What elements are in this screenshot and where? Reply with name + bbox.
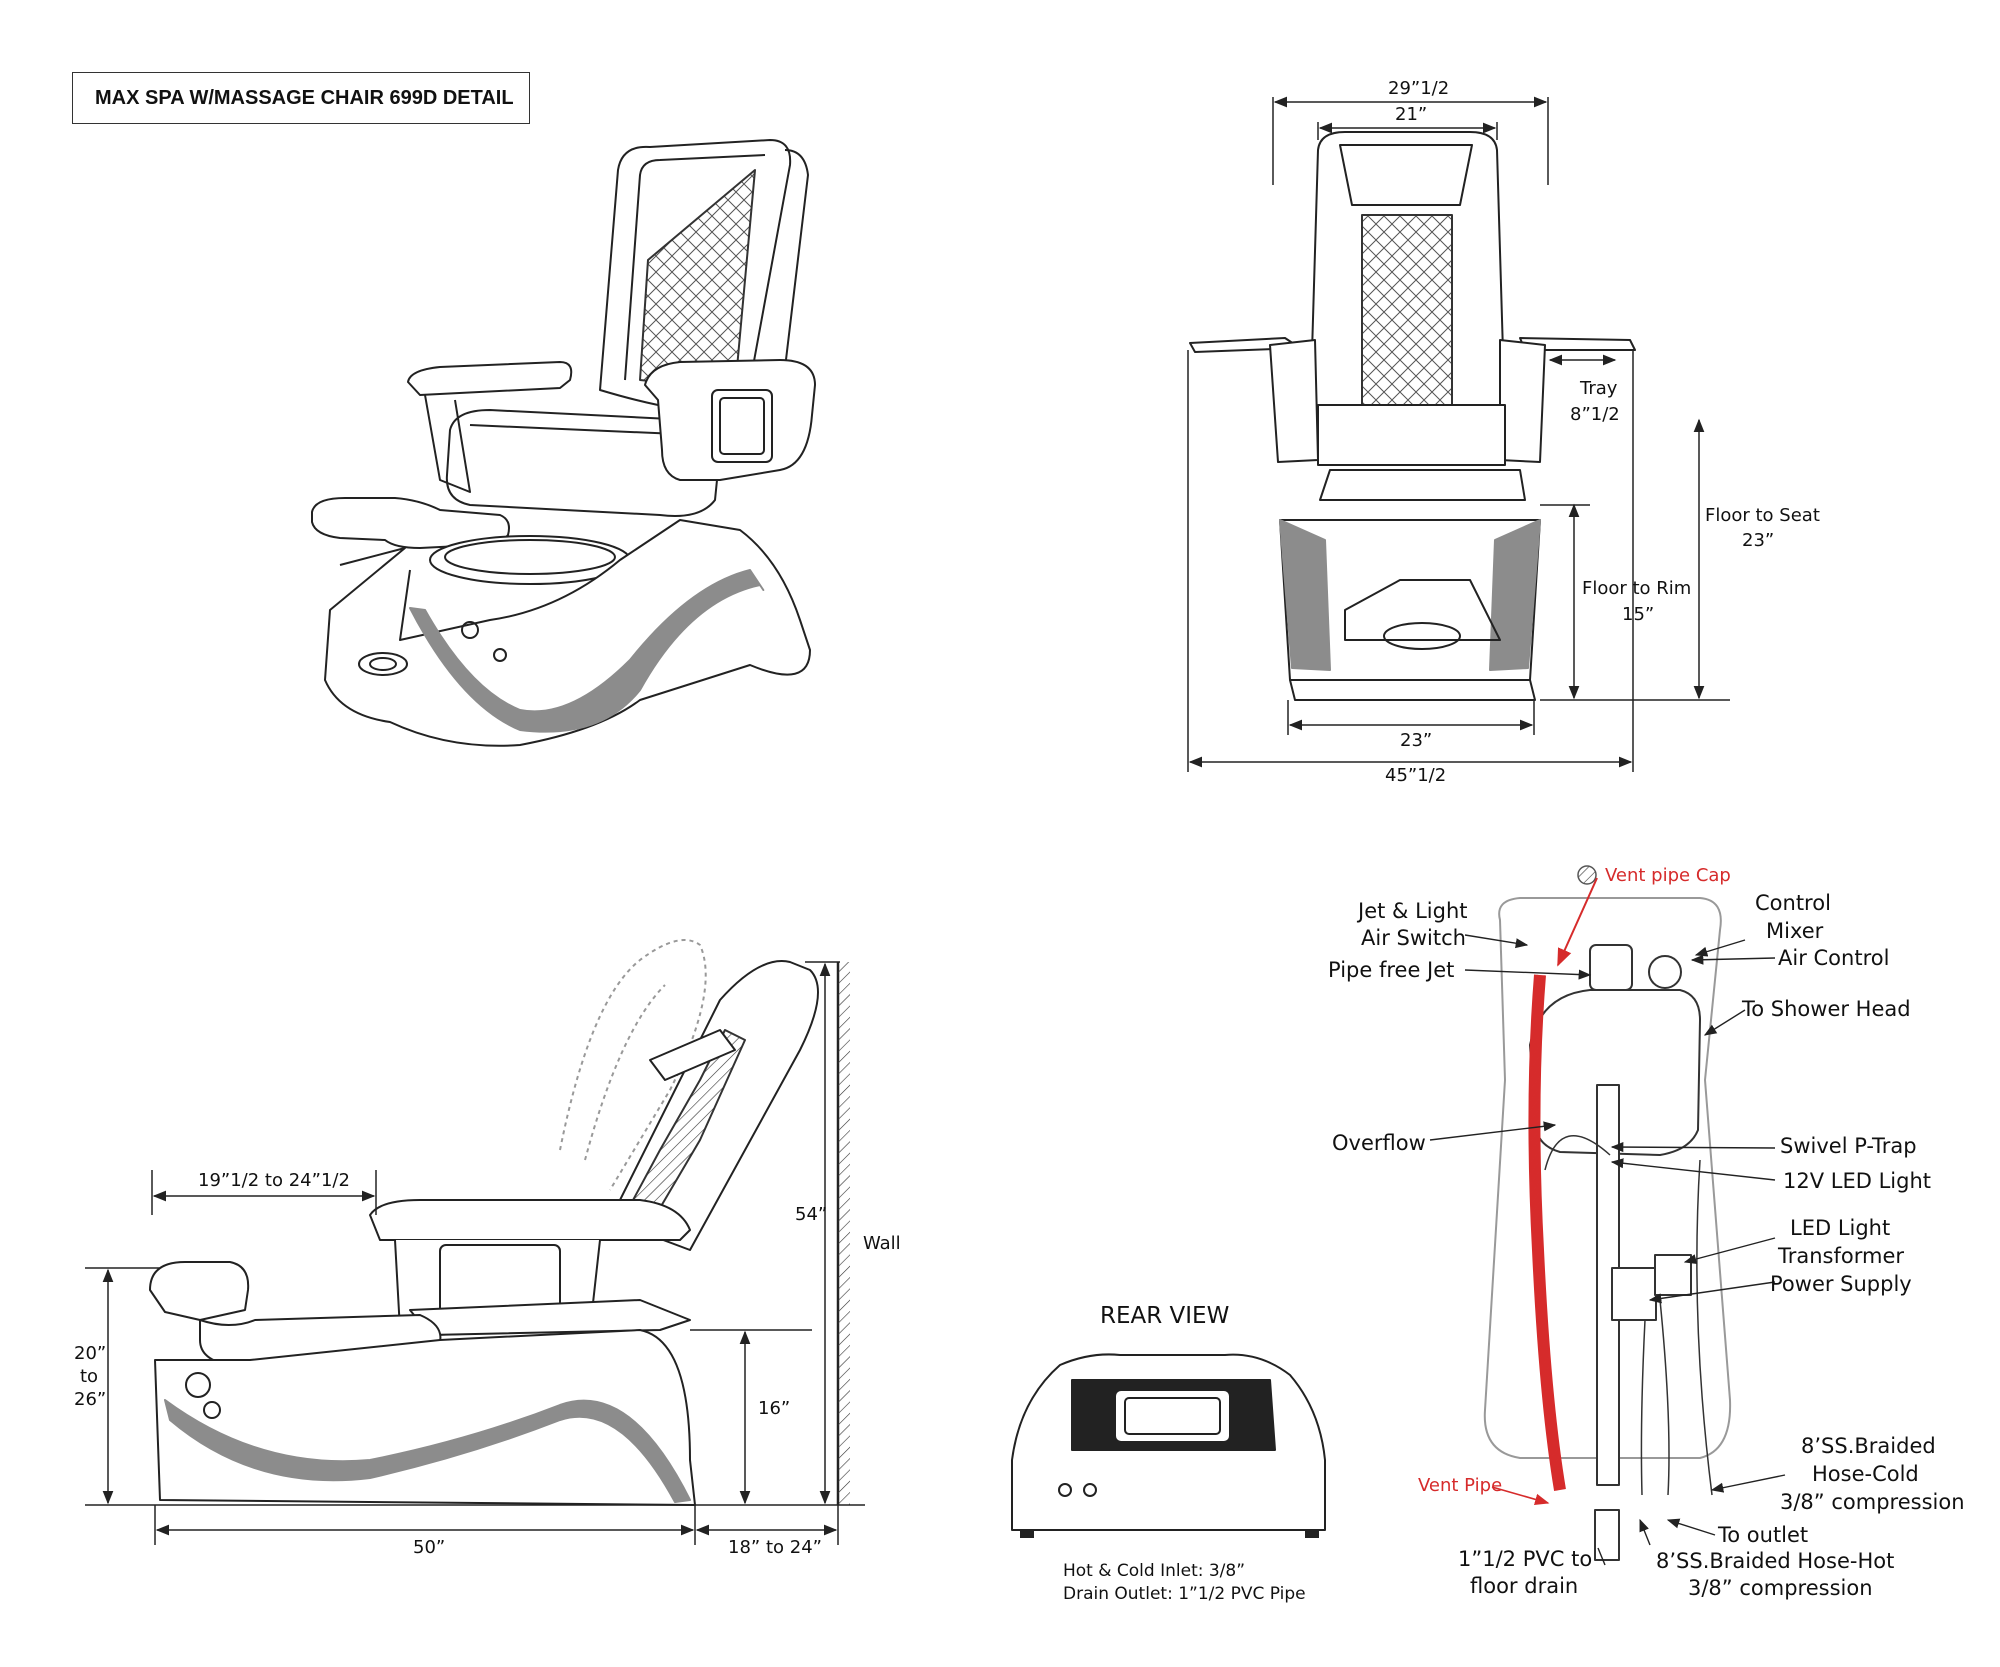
air-control-label: Air Control [1778, 946, 1890, 970]
dim-footrest-range: 19”1/2 to 24”1/2 [198, 1170, 350, 1191]
dim-base-width: 23” [1400, 730, 1433, 751]
vent-pipe-cap-label: Vent pipe Cap [1605, 865, 1731, 886]
dim-footrest-height-max: 26” [74, 1389, 107, 1410]
dim-overall-width: 45”1/2 [1385, 765, 1447, 786]
perspective-view [311, 139, 816, 747]
rear-note-inlet: Hot & Cold Inlet: 3/8” [1063, 1561, 1246, 1581]
dim-tray-value: 8”1/2 [1570, 404, 1620, 425]
led-light-12v-label: 12V LED Light [1783, 1169, 1931, 1193]
to-outlet-label: To outlet [1718, 1523, 1809, 1547]
hose-cold-label-1: 8’SS.Braided [1801, 1434, 1936, 1458]
control-mixer-label-2: Mixer [1766, 919, 1824, 943]
wall-label: Wall [863, 1233, 901, 1254]
rear-view-title: REAR VIEW [1100, 1303, 1230, 1329]
power-supply-label: Power Supply [1770, 1272, 1912, 1296]
sheet-title: MAX SPA W/MASSAGE CHAIR 699D DETAIL [72, 72, 530, 124]
dim-rim-height: 16” [758, 1398, 791, 1419]
dim-length: 50” [413, 1537, 446, 1558]
hose-hot-label-1: 8’SS.Braided Hose-Hot [1656, 1549, 1895, 1573]
pipe-free-jet-label: Pipe free Jet [1328, 958, 1455, 982]
led-transformer-label-2: Transformer [1778, 1244, 1905, 1268]
jet-light-switch-label-1: Jet & Light [1358, 899, 1468, 923]
hose-cold-label-2: Hose-Cold [1812, 1462, 1919, 1486]
overflow-label: Overflow [1332, 1131, 1426, 1155]
dim-floor-to-rim-value: 15” [1622, 604, 1655, 625]
dim-overall-top-width: 29”1/2 [1388, 78, 1450, 99]
dim-floor-to-rim-label: Floor to Rim [1582, 578, 1692, 599]
pvc-drain-label-2: floor drain [1470, 1574, 1579, 1598]
dim-wall-clearance: 18” to 24” [728, 1537, 822, 1558]
hose-hot-label-2: 3/8” compression [1688, 1576, 1873, 1600]
dim-tray-label: Tray [1580, 378, 1618, 399]
hose-cold-label-3: 3/8” compression [1780, 1490, 1965, 1514]
to-shower-head-label: To Shower Head [1742, 997, 1911, 1021]
rear-view [1011, 1353, 1326, 1538]
dim-footrest-height-to: to [80, 1366, 99, 1387]
pvc-drain-label-1: 1”1/2 PVC to [1458, 1547, 1593, 1571]
jet-light-switch-label-2: Air Switch [1361, 926, 1466, 950]
dim-overall-height: 54” [795, 1204, 828, 1225]
control-mixer-label-1: Control [1755, 891, 1831, 915]
dim-back-width: 21” [1395, 104, 1428, 125]
side-view [85, 939, 865, 1545]
dim-footrest-height-min: 20” [74, 1343, 107, 1364]
swivel-ptrap-label: Swivel P-Trap [1780, 1134, 1917, 1158]
vent-pipe-label: Vent Pipe [1418, 1475, 1503, 1496]
rear-note-drain: Drain Outlet: 1”1/2 PVC Pipe [1063, 1584, 1306, 1604]
led-transformer-label-1: LED Light [1790, 1216, 1891, 1240]
front-view [1187, 96, 1730, 772]
plumbing-diagram [1429, 865, 1786, 1566]
dim-floor-to-seat-label: Floor to Seat [1705, 505, 1820, 526]
dim-floor-to-seat-value: 23” [1742, 530, 1775, 551]
